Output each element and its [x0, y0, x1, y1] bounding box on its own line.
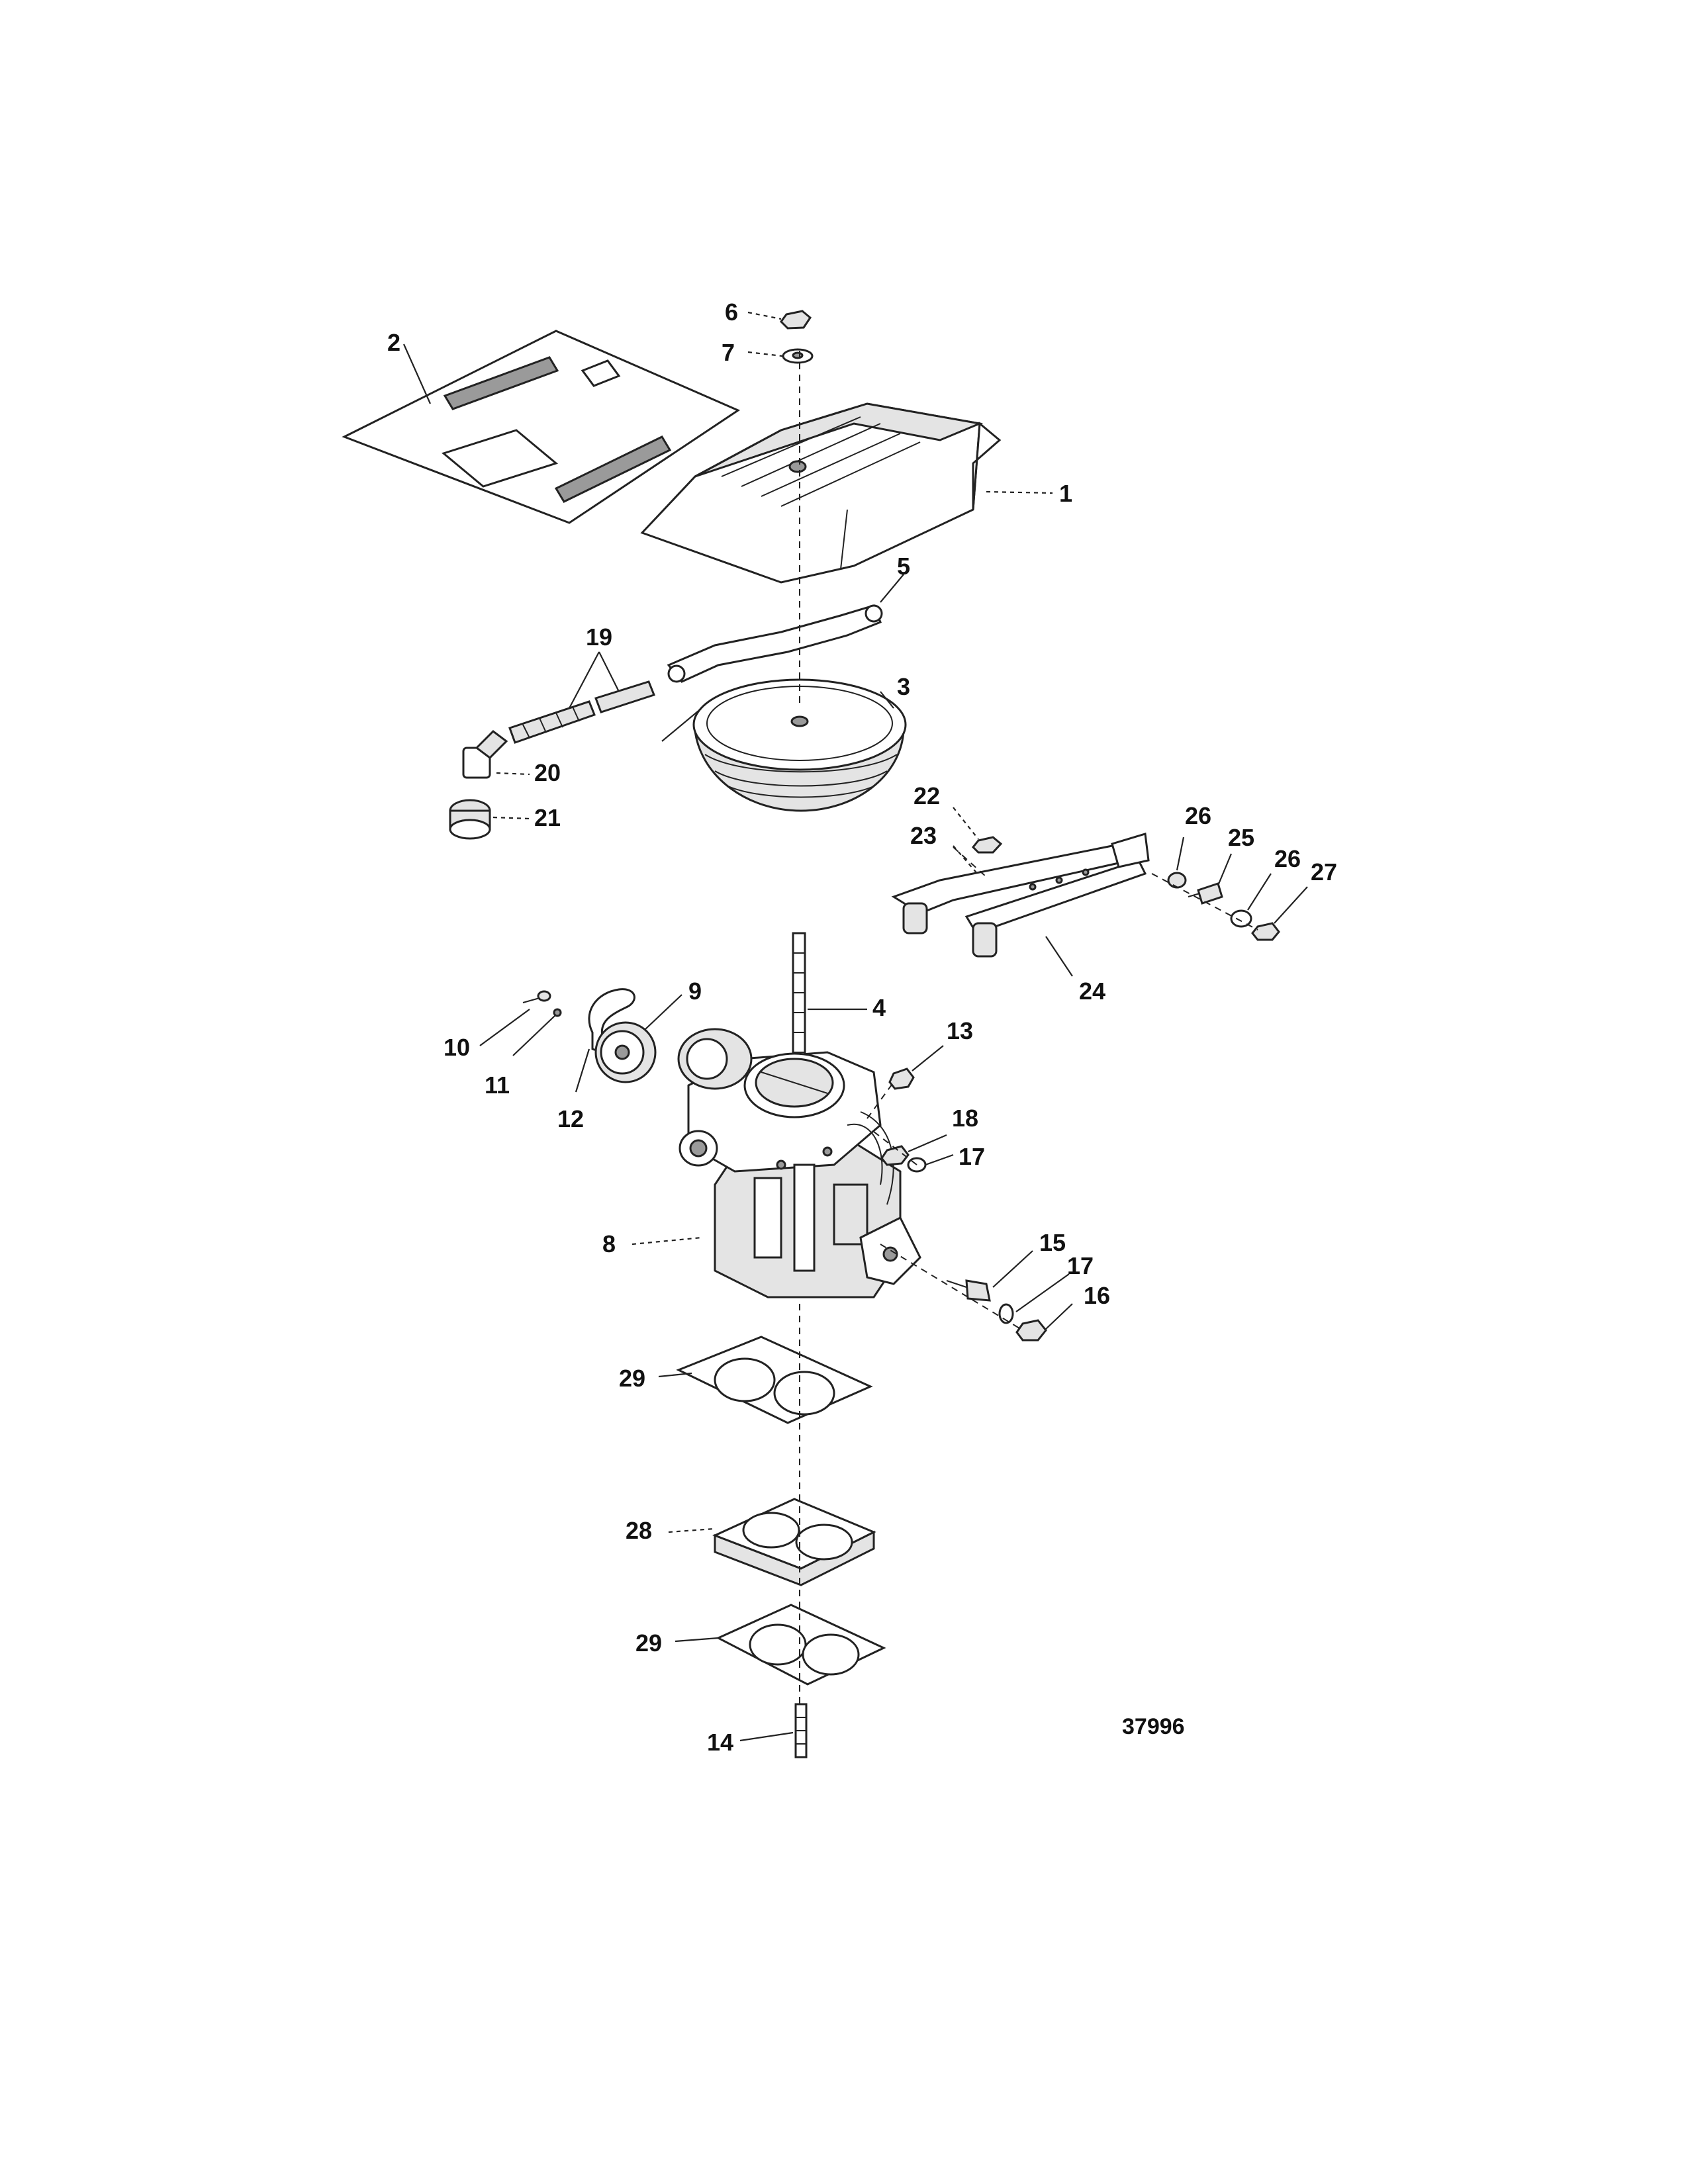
screw-10 [522, 990, 551, 1003]
carburetor [677, 1028, 921, 1298]
callout-4: 4 [872, 994, 886, 1021]
callout-7: 7 [722, 339, 735, 366]
callout-6: 6 [725, 298, 738, 326]
nut-27 [1251, 922, 1280, 941]
callout-29b: 29 [635, 1629, 662, 1657]
flame-arrestor [692, 678, 907, 812]
spacer [712, 1498, 876, 1586]
nut-22 [971, 836, 1003, 854]
callout-16: 16 [1084, 1282, 1110, 1309]
callout-labels: 1 2 3 4 5 6 7 8 9 10 11 12 13 14 15 16 1… [387, 298, 1337, 1756]
callout-2: 2 [387, 329, 400, 356]
bushing-26b [1230, 909, 1252, 928]
stud-lower [794, 1703, 808, 1758]
callout-25: 25 [1228, 824, 1254, 851]
grommet [449, 799, 491, 840]
callout-14: 14 [707, 1729, 733, 1756]
assembly-axis [799, 351, 1258, 1704]
fitting-15 [946, 1279, 991, 1302]
nut-18 [880, 1145, 910, 1166]
washer-11 [553, 1008, 562, 1017]
washer [782, 348, 814, 364]
callout-9: 9 [688, 978, 702, 1005]
callout-12: 12 [557, 1105, 584, 1132]
callout-13: 13 [947, 1017, 973, 1044]
bracket [667, 604, 883, 683]
callout-22: 22 [914, 782, 940, 809]
callout-19: 19 [586, 623, 612, 651]
callout-17b: 17 [1067, 1252, 1094, 1279]
throttle-linkage [891, 833, 1150, 958]
callout-29a: 29 [619, 1365, 645, 1392]
flame-arrestor-cover [640, 402, 1002, 584]
decal-sheet [342, 330, 741, 524]
callout-26a: 26 [1185, 802, 1211, 829]
washer-17a [907, 1157, 927, 1173]
callout-10: 10 [444, 1034, 470, 1061]
callout-11: 11 [485, 1071, 510, 1099]
nut-16 [1015, 1319, 1047, 1342]
elbow-fitting [462, 730, 508, 779]
nut [780, 310, 812, 330]
callout-17a: 17 [959, 1143, 985, 1170]
bushing-26a [1167, 872, 1187, 889]
hoses [508, 680, 655, 744]
callout-20: 20 [534, 759, 561, 786]
callout-26b: 26 [1274, 845, 1301, 872]
callout-21: 21 [534, 804, 561, 831]
callout-15: 15 [1039, 1229, 1066, 1256]
gasket-upper [676, 1336, 873, 1424]
callout-1: 1 [1059, 480, 1072, 507]
figure-id: 37996 [1122, 1714, 1185, 1739]
callout-8: 8 [602, 1230, 616, 1257]
gasket-lower [716, 1604, 886, 1686]
choke-cover [594, 1021, 657, 1083]
callout-3: 3 [897, 673, 910, 700]
callout-5: 5 [897, 553, 910, 580]
bolt-25 [1188, 882, 1223, 905]
plug-13 [888, 1068, 915, 1090]
callout-28: 28 [626, 1517, 652, 1544]
callout-18: 18 [952, 1105, 978, 1132]
callout-27: 27 [1311, 858, 1337, 886]
callout-23: 23 [910, 822, 937, 849]
callout-24: 24 [1079, 978, 1105, 1005]
stud [792, 932, 806, 1067]
leader-lines [402, 311, 1308, 1742]
